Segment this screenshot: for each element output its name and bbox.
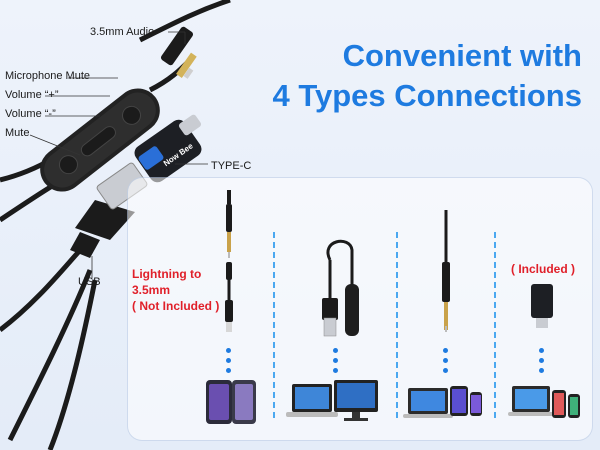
- phone-devices: [206, 380, 256, 424]
- callout-mic-mute: Microphone Mute: [5, 70, 90, 82]
- headline-line-1: Convenient with: [342, 38, 582, 73]
- callout-type-c: TYPE-C: [211, 160, 252, 172]
- computer-devices: [286, 380, 378, 421]
- type-c-devices: [508, 386, 580, 418]
- lightning-note-line-1: Lightning to: [132, 267, 202, 281]
- column-divider: [273, 232, 275, 418]
- column-divider: [396, 232, 398, 418]
- headline-line-2: 4 Types Connections: [272, 78, 583, 113]
- dots-column-1: [226, 348, 232, 378]
- lightning-adapter-cable: [225, 190, 233, 332]
- headline: Convenient with 4 Types Connections: [273, 36, 583, 116]
- usb-a-plug: [70, 162, 148, 258]
- dots-column-4: [539, 348, 545, 378]
- dots-column-2: [333, 348, 339, 378]
- type-c-adapter-small: [531, 284, 553, 328]
- lightning-note-line-2: 3.5mm: [132, 283, 171, 297]
- column-divider: [494, 232, 496, 418]
- callout-volume-up: Volume “+”: [5, 89, 59, 101]
- callout-usb: USB: [78, 276, 101, 288]
- usb-cable-with-control: [322, 239, 359, 337]
- lightning-note: Lightning to 3.5mm ( Not Included ): [132, 266, 219, 314]
- tablet-devices: [403, 386, 482, 418]
- lightning-note-line-3: ( Not Included ): [132, 299, 220, 313]
- type-c-adapter: [134, 114, 202, 183]
- dots-column-3: [443, 348, 449, 378]
- callout-mute: Mute: [5, 127, 30, 139]
- mute-button: [58, 155, 78, 175]
- inline-control-box: [40, 88, 160, 192]
- audio-jack-cable: [442, 210, 450, 332]
- type-c-included-note: ( Included ): [511, 262, 575, 276]
- callout-audio: 3.5mm Audio: [90, 26, 155, 38]
- mic-mute-button: [122, 105, 142, 125]
- callout-volume-down: Volume “-”: [5, 108, 56, 120]
